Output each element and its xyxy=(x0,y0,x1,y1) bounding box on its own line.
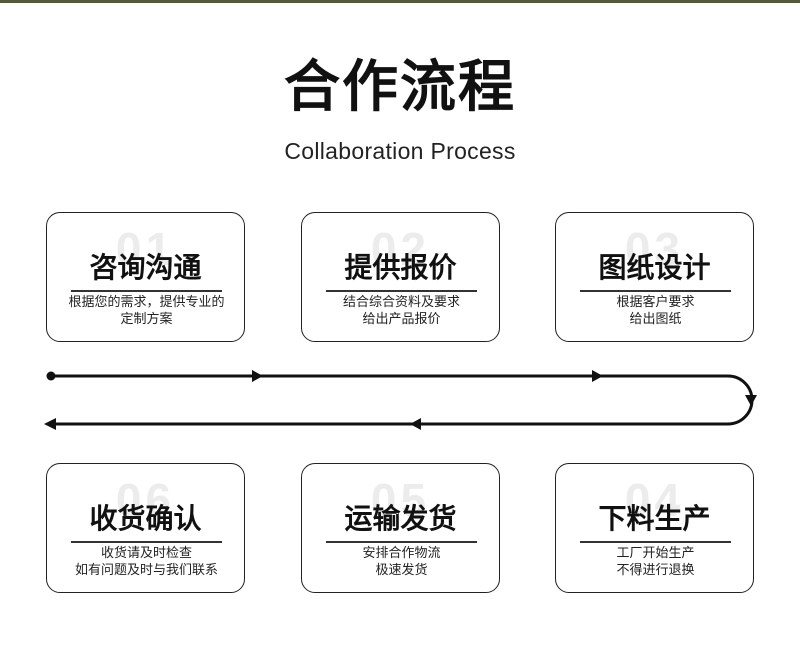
step-number: 06 xyxy=(115,474,176,526)
step-desc-line: 极速发货 xyxy=(375,563,428,578)
step-card-design: 03 图纸设计 根据客户要求 给出图纸 xyxy=(555,212,754,342)
step-desc-line: 收货请及时检查 xyxy=(100,546,192,561)
step-desc-line: 定制方案 xyxy=(120,312,173,327)
step-card-production: 04 下料生产 工厂开始生产 不得进行退换 xyxy=(555,463,754,593)
step-description: 结合综合资料及要求 给出产品报价 xyxy=(308,294,495,328)
step-divider xyxy=(71,541,222,543)
step-desc-line: 工厂开始生产 xyxy=(616,546,695,561)
step-card-consult: 01 咨询沟通 根据您的需求，提供专业的 定制方案 xyxy=(46,212,245,342)
step-desc-line: 安排合作物流 xyxy=(362,546,441,561)
step-divider xyxy=(580,541,731,543)
step-divider xyxy=(326,541,477,543)
step-card-quote: 02 提供报价 结合综合资料及要求 给出产品报价 xyxy=(301,212,500,342)
step-divider xyxy=(71,290,222,292)
flow-path xyxy=(48,374,754,426)
step-description: 工厂开始生产 不得进行退换 xyxy=(562,545,749,579)
flow-arrow-left-2 xyxy=(44,418,56,430)
flow-arrow-left-1 xyxy=(410,418,421,430)
step-description: 收货请及时检查 如有问题及时与我们联系 xyxy=(53,545,240,579)
step-desc-line: 根据客户要求 xyxy=(616,295,695,310)
step-number: 05 xyxy=(370,474,431,526)
step-divider xyxy=(580,290,731,292)
step-title: 咨询沟通 xyxy=(89,251,202,284)
step-description: 安排合作物流 极速发货 xyxy=(308,545,495,579)
flow-arrow-right-2 xyxy=(592,370,603,382)
flow-arrow-right-1 xyxy=(252,370,263,382)
step-title: 收货确认 xyxy=(89,502,202,535)
step-desc-line: 如有问题及时与我们联系 xyxy=(74,563,218,578)
step-desc-line: 不得进行退换 xyxy=(616,563,695,578)
step-card-receive: 06 收货确认 收货请及时检查 如有问题及时与我们联系 xyxy=(46,463,245,593)
page-subtitle: Collaboration Process xyxy=(284,138,516,164)
step-title: 运输发货 xyxy=(344,502,457,535)
step-desc-line: 给出图纸 xyxy=(629,312,682,327)
step-desc-line: 给出产品报价 xyxy=(362,312,441,327)
step-divider xyxy=(326,290,477,292)
step-desc-line: 根据您的需求，提供专业的 xyxy=(68,295,225,310)
step-number: 01 xyxy=(115,223,176,275)
page-title: 合作流程 xyxy=(284,55,516,120)
step-desc-line: 结合综合资料及要求 xyxy=(342,295,460,310)
step-description: 根据客户要求 给出图纸 xyxy=(562,294,749,328)
step-title: 图纸设计 xyxy=(598,251,711,284)
step-title: 下料生产 xyxy=(598,502,711,535)
step-number: 02 xyxy=(370,223,431,275)
flow-arrow-down xyxy=(745,395,757,406)
step-number: 04 xyxy=(624,474,685,526)
step-title: 提供报价 xyxy=(344,251,457,284)
top-rule xyxy=(0,0,800,3)
step-card-shipping: 05 运输发货 安排合作物流 极速发货 xyxy=(301,463,500,593)
step-number: 03 xyxy=(624,223,685,275)
step-description: 根据您的需求，提供专业的 定制方案 xyxy=(53,294,240,328)
